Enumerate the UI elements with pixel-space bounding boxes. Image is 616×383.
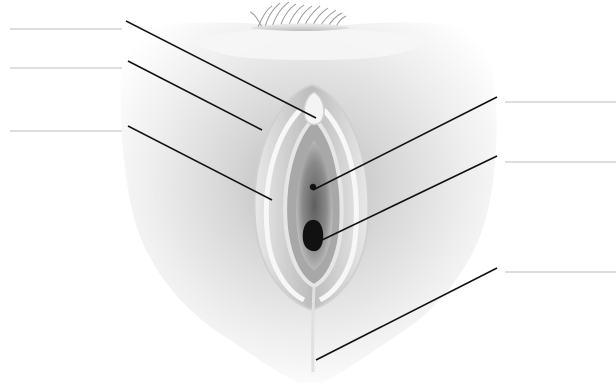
perineum-line — [313, 286, 314, 372]
hair-tuft — [250, 2, 346, 27]
vaginal-opening — [303, 220, 323, 251]
